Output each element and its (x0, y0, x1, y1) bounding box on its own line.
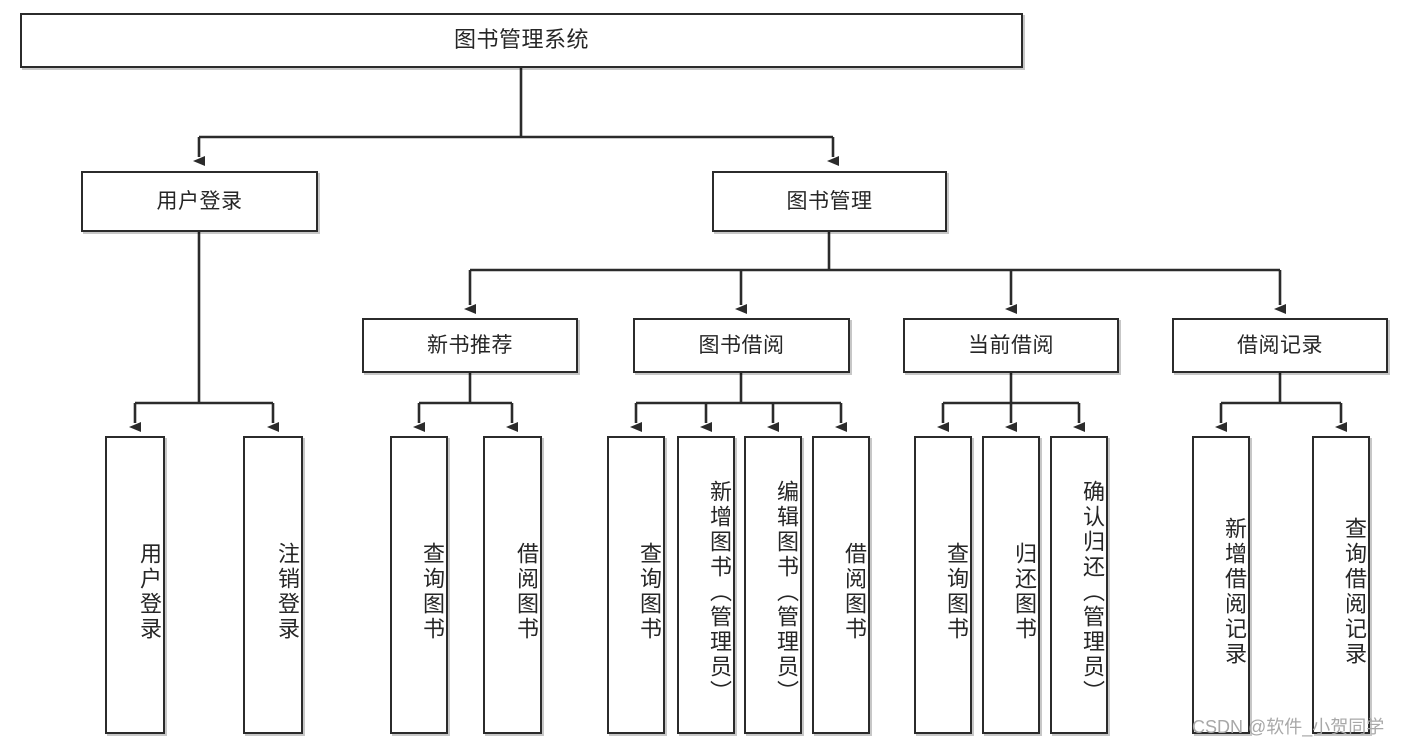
leaf-user-login[interactable]: 用户登录 (105, 436, 165, 734)
leaf-query-book-3[interactable]: 查询图书 (914, 436, 972, 734)
node-new-book-recommend[interactable]: 新书推荐 (362, 318, 578, 373)
watermark-credit: CSDN @软件_小贺同学 (1192, 717, 1385, 737)
leaf-confirm-return[interactable]: 确认归还（管理员） (1050, 436, 1108, 734)
leaf-add-record[interactable]: 新增借阅记录 (1192, 436, 1250, 734)
node-user-login[interactable]: 用户登录 (81, 171, 318, 232)
node-root[interactable]: 图书管理系统 (20, 13, 1023, 68)
node-book-borrow[interactable]: 图书借阅 (633, 318, 850, 373)
leaf-borrow-book-2[interactable]: 借阅图书 (812, 436, 870, 734)
leaf-borrow-book-1[interactable]: 借阅图书 (483, 436, 542, 734)
leaf-edit-book[interactable]: 编辑图书（管理员） (744, 436, 802, 734)
leaf-add-book[interactable]: 新增图书（管理员） (677, 436, 735, 734)
node-current-borrow[interactable]: 当前借阅 (903, 318, 1119, 373)
node-book-manage[interactable]: 图书管理 (712, 171, 947, 232)
leaf-user-logout[interactable]: 注销登录 (243, 436, 303, 734)
leaf-query-record[interactable]: 查询借阅记录 (1312, 436, 1370, 734)
leaf-return-book[interactable]: 归还图书 (982, 436, 1040, 734)
leaf-query-book-1[interactable]: 查询图书 (390, 436, 448, 734)
leaf-query-book-2[interactable]: 查询图书 (607, 436, 665, 734)
node-borrow-record[interactable]: 借阅记录 (1172, 318, 1388, 373)
